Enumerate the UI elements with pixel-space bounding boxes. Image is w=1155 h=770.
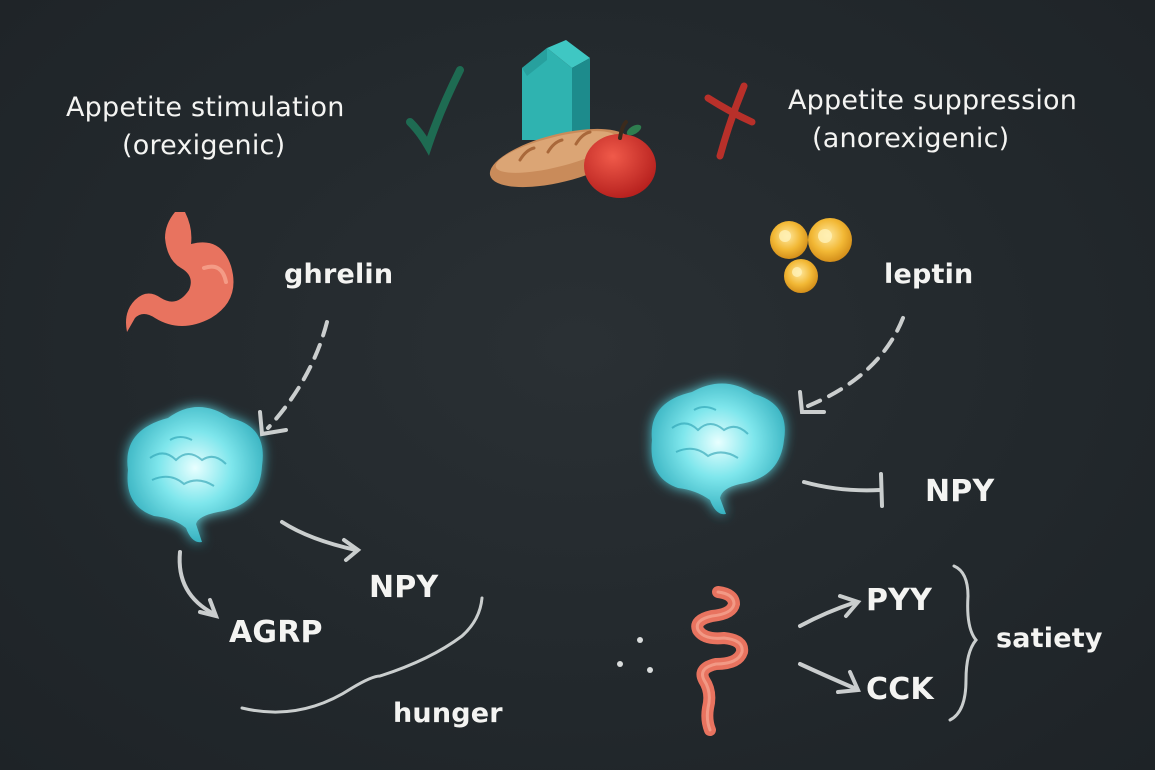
satiety-brace bbox=[948, 564, 978, 722]
ghrelin-to-brain-arrow bbox=[266, 320, 329, 430]
right-title-line1: Appetite suppression bbox=[788, 85, 1078, 116]
intestine-icon bbox=[691, 586, 749, 736]
leptin-label: leptin bbox=[884, 259, 974, 290]
pyy-label: PYY bbox=[866, 583, 933, 618]
brain-to-npy-arrow bbox=[280, 520, 358, 552]
food-icon bbox=[489, 40, 656, 198]
leptin-to-brain-arrow bbox=[806, 316, 905, 408]
fat-cells-icon bbox=[770, 218, 852, 293]
left-npy-label: NPY bbox=[369, 570, 439, 605]
cck-label: CCK bbox=[866, 672, 934, 707]
gut-to-cck-arrow bbox=[798, 662, 856, 690]
left-title-line2: (orexigenic) bbox=[122, 130, 286, 161]
check-icon bbox=[406, 66, 464, 156]
ghrelin-label: ghrelin bbox=[284, 259, 394, 290]
right-npy-label: NPY bbox=[925, 474, 995, 509]
hunger-brace bbox=[240, 596, 484, 714]
right-title-line2: (anorexigenic) bbox=[812, 123, 1010, 154]
hunger-label: hunger bbox=[393, 698, 503, 729]
arrowhead bbox=[836, 670, 861, 694]
brain-to-agrp-arrow bbox=[177, 550, 216, 616]
left-title-line1: Appetite stimulation bbox=[66, 92, 345, 123]
arrowhead bbox=[258, 410, 288, 437]
stomach-icon bbox=[126, 212, 234, 332]
arrowhead bbox=[342, 538, 362, 562]
inhibition-bar bbox=[879, 472, 884, 508]
brain-inhibits-npy-arrow bbox=[802, 480, 882, 493]
cross-icon bbox=[704, 82, 756, 160]
brain-icon bbox=[127, 407, 263, 543]
brain-icon bbox=[651, 383, 785, 515]
arrowhead bbox=[198, 598, 220, 619]
satiety-label: satiety bbox=[996, 623, 1103, 654]
gut-to-pyy-arrow bbox=[798, 600, 858, 628]
arrowhead bbox=[838, 594, 862, 618]
agrp-label: AGRP bbox=[229, 615, 323, 650]
arrowhead bbox=[798, 390, 826, 414]
chalk-dots bbox=[617, 637, 653, 673]
